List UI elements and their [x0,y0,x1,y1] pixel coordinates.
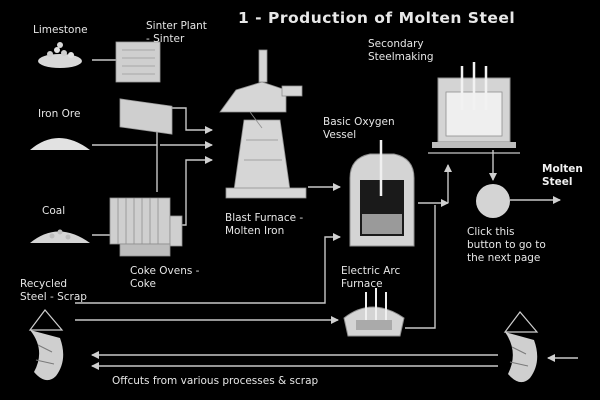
label-electric-arc-furnace: Electric Arc Furnace [341,265,401,290]
label-secondary-steelmaking: Secondary Steelmaking [368,38,434,63]
basic-oxygen-vessel-icon [349,140,415,247]
scrap-magnet-icon [503,311,539,383]
electric-arc-furnace-icon [343,288,405,337]
flow-lines [75,59,578,370]
scrap-magnet-icon [28,309,64,381]
label-recycled-steel: Recycled Steel - Scrap [20,278,87,303]
next-page-button[interactable] [476,184,510,218]
label-coke-ovens: Coke Ovens - Coke [130,265,200,290]
label-sinter-plant: Sinter Plant - Sinter [146,20,207,45]
label-limestone: Limestone [33,24,88,36]
diagram-title: 1 - Production of Molten Steel [238,9,516,27]
iron-ore-pile-icon [30,138,90,150]
label-basic-oxygen-vessel: Basic Oxygen Vessel [323,116,395,141]
label-molten-steel: Molten Steel [542,163,583,188]
label-iron-ore: Iron Ore [38,108,81,120]
coal-pile-icon [30,229,90,243]
label-offcuts: Offcuts from various processes & scrap [112,375,319,387]
blast-furnace-icon [219,49,307,199]
sinter-plant-icon [115,41,173,135]
coke-ovens-icon [109,197,183,257]
label-click-instructions: Click this button to go to the next page [467,226,546,264]
label-blast-furnace: Blast Furnace - Molten Iron [225,212,304,237]
secondary-steelmaking-icon [428,62,520,154]
label-coal: Coal [42,205,66,217]
limestone-pile-icon [38,42,82,68]
